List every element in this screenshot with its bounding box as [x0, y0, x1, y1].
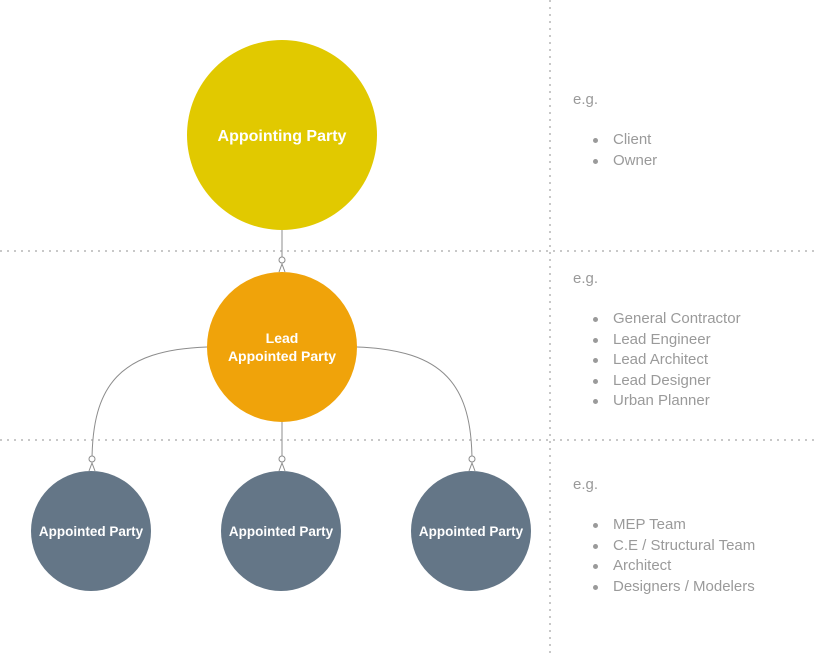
connector-end-left — [88, 455, 96, 463]
list-item: Lead Architect — [593, 350, 741, 371]
connector-lead-left — [91, 346, 208, 463]
appointing-party-node — [187, 40, 377, 230]
list-item: C.E / Structural Team — [592, 536, 755, 557]
list-item: Owner — [592, 151, 657, 172]
appointed-party-node — [221, 471, 341, 591]
crowfoot-center — [278, 461, 286, 472]
appointed-party-label: Appointed Party — [39, 524, 144, 539]
examples-lead: e.g. General Contractor Lead Engineer Le… — [573, 270, 741, 412]
appointing-party-label: Appointing Party — [218, 128, 347, 145]
example-list: General Contractor Lead Engineer Lead Ar… — [573, 309, 741, 412]
connector-end-center — [278, 455, 286, 463]
lead-appointed-party-label-line1: Lead — [266, 330, 299, 346]
list-item: MEP Team — [592, 515, 755, 536]
list-item: Client — [592, 130, 657, 151]
appointed-party-node — [411, 471, 531, 591]
lead-appointed-party-label-line2: Appointed Party — [228, 348, 336, 364]
appointed-party-label: Appointed Party — [419, 524, 524, 539]
examples-appointing: e.g. Client Owner — [573, 91, 657, 171]
list-item: General Contractor — [593, 309, 741, 330]
lead-appointed-party-node — [207, 272, 357, 422]
examples-appointed: e.g. MEP Team C.E / Structural Team Arch… — [573, 476, 755, 597]
example-list: MEP Team C.E / Structural Team Architect… — [573, 515, 755, 597]
list-item: Lead Engineer — [593, 330, 741, 351]
list-item: Designers / Modelers — [592, 577, 755, 598]
list-item: Lead Designer — [593, 371, 741, 392]
list-item: Urban Planner — [593, 391, 741, 412]
crowfoot-right — [468, 461, 476, 472]
crowfoot-left — [88, 461, 96, 472]
appointed-party-label: Appointed Party — [229, 524, 334, 539]
list-item: Architect — [592, 556, 755, 577]
connector-end-lead-top — [278, 256, 286, 264]
eg-heading: e.g. — [573, 91, 599, 108]
eg-heading: e.g. — [573, 476, 599, 493]
eg-heading: e.g. — [573, 270, 599, 287]
example-list: Client Owner — [573, 130, 657, 171]
crowfoot-lead-top — [278, 262, 286, 273]
connector-lead-right — [356, 346, 473, 463]
connector-end-right — [468, 455, 476, 463]
appointed-party-node — [31, 471, 151, 591]
